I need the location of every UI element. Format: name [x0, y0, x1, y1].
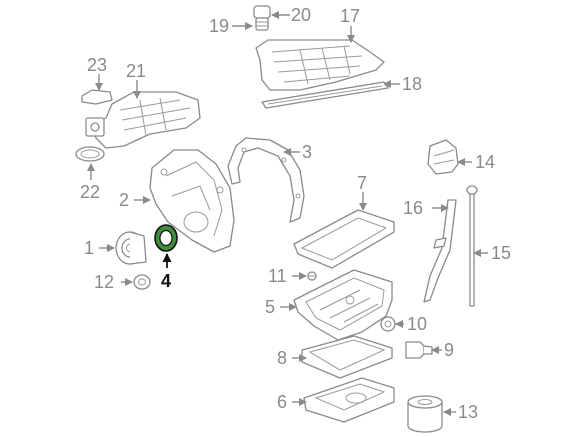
callout-19: 19 — [209, 16, 229, 36]
drain-plug-washer-part[interactable] — [380, 316, 396, 332]
valve-cover-gasket-part[interactable] — [261, 81, 389, 109]
intake-manifold-part[interactable] — [85, 91, 201, 149]
callout-3: 3 — [302, 142, 312, 162]
dipstick-tube-part[interactable] — [423, 199, 457, 303]
callout-17: 17 — [340, 6, 360, 26]
windage-tray-part[interactable] — [303, 377, 395, 423]
callout-1: 1 — [84, 238, 94, 258]
valve-cover-part[interactable] — [255, 39, 385, 91]
intake-seal-part[interactable] — [75, 146, 105, 162]
callout-8: 8 — [277, 348, 287, 368]
callout-21: 21 — [126, 61, 146, 81]
pcv-valve-part[interactable] — [253, 5, 271, 31]
front-cover-part[interactable] — [149, 149, 235, 253]
callout-6: 6 — [277, 392, 287, 412]
timing-cover-gasket-part[interactable] — [227, 137, 305, 223]
callout-4[interactable]: 4 — [161, 271, 171, 291]
callout-18: 18 — [402, 74, 422, 94]
callout-15: 15 — [491, 243, 511, 263]
balancer-washer-part[interactable] — [133, 274, 151, 290]
callout-16: 16 — [403, 198, 423, 218]
oil-pan-gasket-part[interactable] — [293, 209, 395, 269]
callout-14: 14 — [475, 152, 495, 172]
callout-7: 7 — [357, 173, 367, 193]
balancer-part[interactable] — [115, 231, 147, 265]
callout-5: 5 — [265, 297, 275, 317]
intake-cap-part[interactable] — [81, 89, 113, 105]
callout-10: 10 — [407, 314, 427, 334]
drain-plug-part[interactable] — [405, 341, 433, 359]
callout-12: 12 — [94, 272, 114, 292]
drain-bolt-small-part[interactable] — [307, 271, 317, 281]
oil-pan-part[interactable] — [293, 269, 393, 341]
callout-23: 23 — [87, 55, 107, 75]
callout-labels: 19 20 17 18 23 21 22 3 2 4 1 12 7 11 5 1… — [80, 5, 511, 422]
dipstick-part[interactable] — [466, 185, 478, 307]
oil-filter-part[interactable] — [407, 395, 443, 433]
callout-11: 11 — [268, 266, 287, 286]
callout-9: 9 — [444, 340, 454, 360]
leader-lines — [87, 11, 488, 416]
oil-cap-part[interactable] — [427, 139, 459, 175]
callout-13: 13 — [458, 402, 478, 422]
callout-20: 20 — [291, 5, 311, 25]
front-crank-seal-part[interactable] — [154, 224, 178, 252]
callout-2: 2 — [119, 190, 129, 210]
oil-baffle-part[interactable] — [301, 335, 393, 379]
callout-22: 22 — [80, 182, 100, 202]
